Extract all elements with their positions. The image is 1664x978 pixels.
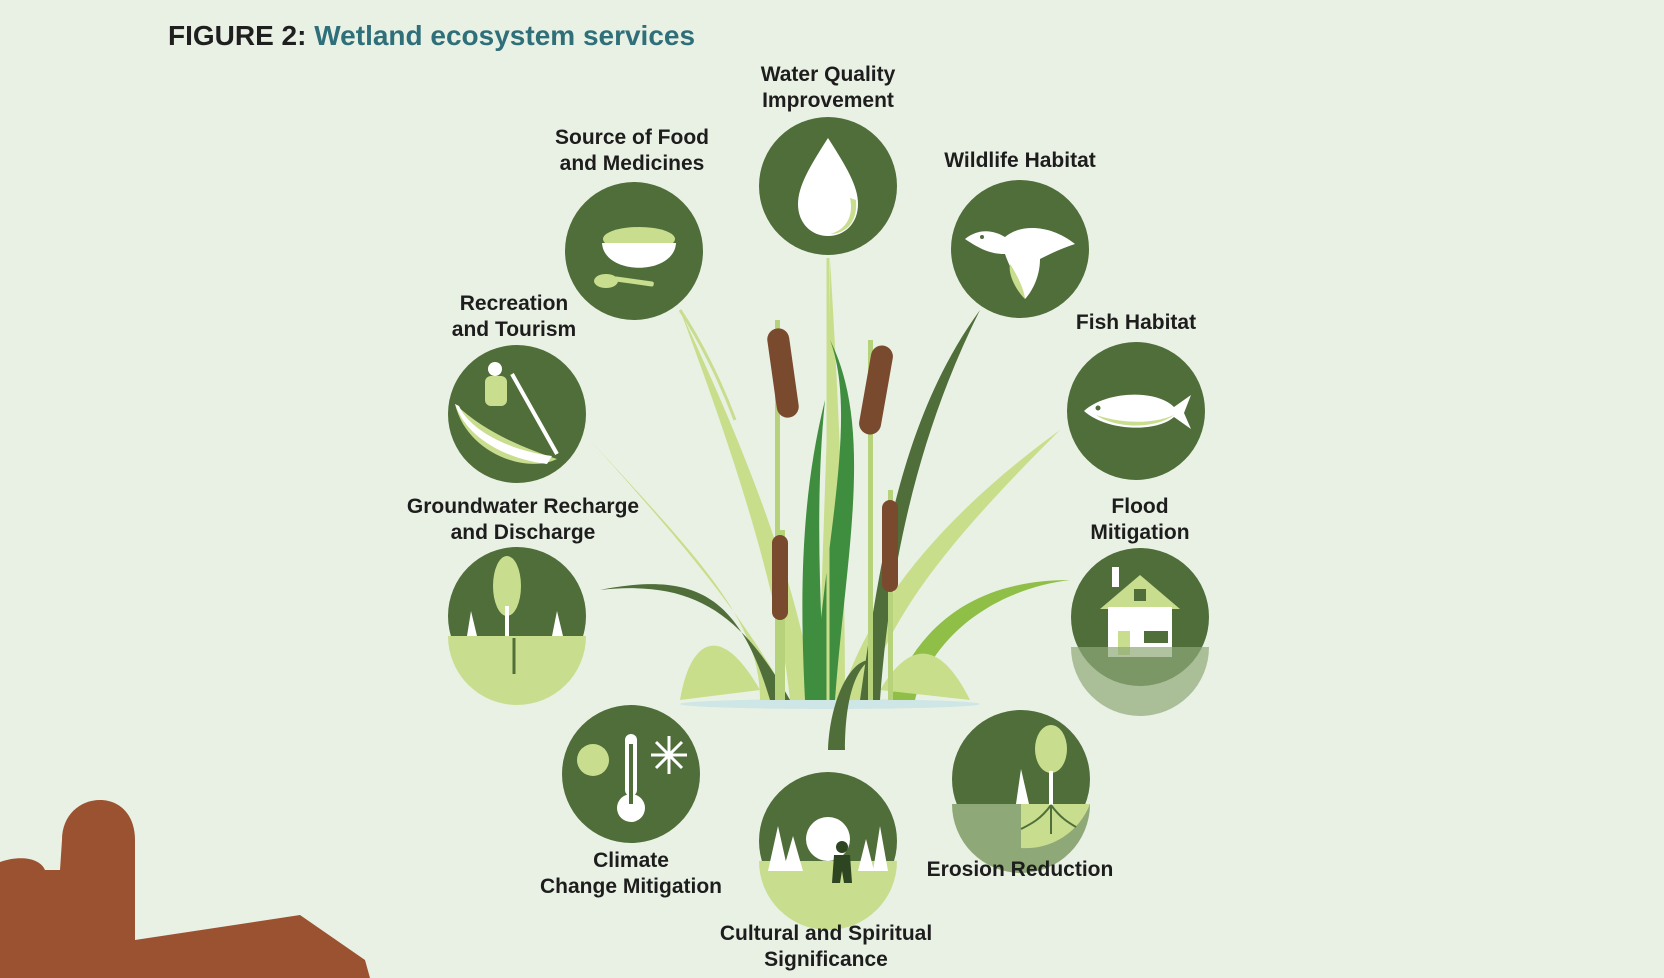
label-climate-change: Climate Change Mitigation xyxy=(540,849,722,898)
figure-number: FIGURE 2: xyxy=(168,20,307,51)
figure-title-text: Wetland ecosystem services xyxy=(314,20,696,51)
person-landscape-icon xyxy=(759,772,897,930)
label-fish-habitat: Fish Habitat xyxy=(1075,311,1197,334)
thermometer-icon xyxy=(562,705,700,843)
label-water-quality: Water Quality Improvement xyxy=(760,63,896,112)
label-flood-mitigation: Flood Mitigation xyxy=(1090,495,1190,544)
canoe-icon xyxy=(448,345,586,483)
connector-lines xyxy=(678,258,830,701)
house-icon xyxy=(1071,548,1209,716)
water-drop-icon xyxy=(759,117,897,255)
label-recreation: Recreation and Tourism xyxy=(451,292,577,341)
label-cultural-spiritual: Cultural and Spiritual Significance xyxy=(719,922,933,971)
label-wildlife-habitat: Wildlife Habitat xyxy=(944,149,1096,172)
duck-icon xyxy=(951,180,1089,318)
cattail-plant xyxy=(590,260,1070,750)
tree-roots-icon xyxy=(952,710,1090,873)
bowl-icon xyxy=(565,182,703,320)
label-food-medicines: Source of Food and Medicines xyxy=(555,126,709,175)
figure-title: FIGURE 2: Wetland ecosystem services xyxy=(168,20,695,52)
groundwater-icon xyxy=(448,547,586,705)
barn-silhouette xyxy=(0,800,370,978)
fish-icon xyxy=(1067,342,1205,480)
label-groundwater: Groundwater Recharge and Discharge xyxy=(406,495,640,544)
label-erosion-reduction: Erosion Reduction xyxy=(926,858,1114,881)
